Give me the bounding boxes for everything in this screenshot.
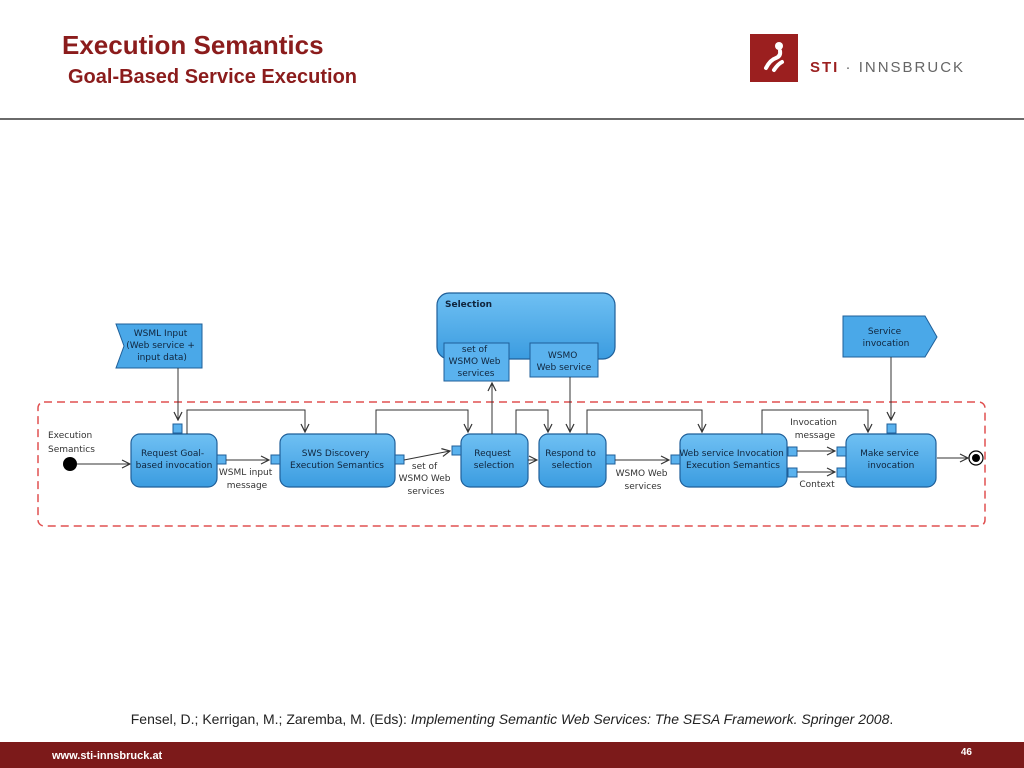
control-request-respond [515, 409, 548, 434]
pins [172, 423, 897, 478]
pin-make-in2 [836, 467, 847, 478]
activity-make-invocation [845, 433, 937, 488]
activity-request-selection-label: Request selection [474, 449, 514, 471]
pin-invocation-input [670, 454, 681, 465]
control-respond-invocation [586, 409, 702, 434]
selection-set-label: set of WSMO Web services [449, 345, 504, 379]
pin-request-input [451, 445, 462, 456]
pin-invocation-out1 [787, 446, 798, 457]
pin-respond-output [605, 454, 616, 465]
activity-make-invocation-label: Make service invocation [860, 449, 922, 471]
edge-label-wsmo-web: WSMO Web services [616, 469, 671, 492]
header-divider [0, 118, 1024, 120]
control-invocation-make [761, 409, 868, 434]
footer-url[interactable]: www.sti-innsbruck.at [52, 750, 163, 762]
selection-wsmo-label: WSMO Web service [537, 351, 592, 373]
activity-invocation-semantics-label: Web service Invocation Execution Semanti… [679, 449, 786, 471]
pin-goal-input [172, 423, 183, 434]
service-invocation-note [842, 315, 938, 358]
pin-goal-output [216, 454, 227, 465]
page-number: 46 [960, 747, 972, 758]
end-node-core [972, 454, 980, 462]
edge-label-wsml-input: WSML input message [219, 468, 275, 491]
pin-make-in1 [836, 446, 847, 457]
service-invocation-label: Service invocation [863, 327, 910, 349]
activity-request-goal-label: Request Goal- based invocation [136, 449, 213, 471]
activity-respond-selection-label: Respond to selection [545, 449, 598, 471]
pin-discovery-input [270, 454, 281, 465]
slide-subtitle: Goal-Based Service Execution [68, 66, 358, 88]
footer-bar: www.sti-innsbruck.at 46 [0, 742, 1024, 768]
wsml-input-label: WSML Input (Web service + input data) [126, 329, 198, 363]
sti-logo-icon [764, 42, 784, 72]
pin-invocation-out2 [787, 467, 798, 478]
control-discovery-request [375, 409, 468, 434]
logo-wordmark: STI · INNSBRUCK [810, 59, 966, 76]
selection-wsmo-box [529, 342, 599, 378]
edge-label-set-of: set of WSMO Web services [399, 462, 454, 497]
pin-discovery-output [394, 454, 405, 465]
edge-label-context: Context [799, 480, 835, 490]
start-label: Execution Semantics [48, 431, 95, 455]
selection-set-box [443, 342, 510, 382]
activity-discovery-label: SWS Discovery Execution Semantics [290, 449, 384, 471]
slide-title: Execution Semantics [62, 30, 324, 60]
start-node [63, 457, 77, 471]
wsml-input-note [115, 323, 203, 369]
flow-discovery-request [403, 451, 450, 461]
pin-make-top [886, 423, 897, 434]
selection-title: Selection [445, 300, 492, 310]
citation: Fensel, D.; Kerrigan, M.; Zaremba, M. (E… [130, 711, 894, 727]
edge-label-invocation-message: Invocation message [790, 418, 840, 441]
control-goal-discovery [186, 409, 305, 434]
flows [186, 377, 868, 472]
sti-logo [750, 34, 798, 82]
